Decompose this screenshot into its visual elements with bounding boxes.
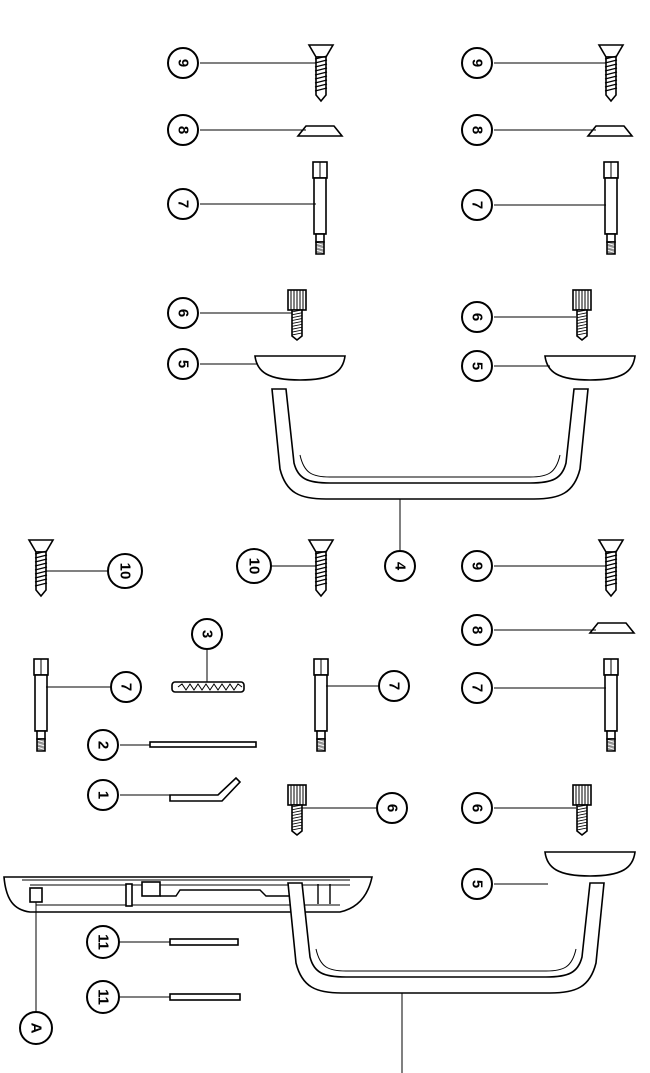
callout-5: 5 bbox=[461, 350, 493, 382]
callout-7: 7 bbox=[378, 670, 410, 702]
svg-text:5: 5 bbox=[469, 880, 486, 888]
callout-4: 4 bbox=[384, 550, 416, 582]
callout-3: 3 bbox=[191, 618, 223, 650]
part-6 bbox=[573, 290, 591, 340]
callout-7: 7 bbox=[167, 188, 199, 220]
callout-5: 5 bbox=[167, 348, 199, 380]
svg-text:7: 7 bbox=[469, 201, 486, 209]
callout-7: 7 bbox=[110, 671, 142, 703]
part-9 bbox=[309, 45, 333, 101]
svg-text:4: 4 bbox=[392, 562, 409, 571]
callout-6: 6 bbox=[167, 297, 199, 329]
part-10 bbox=[29, 540, 53, 596]
callout-8: 8 bbox=[461, 114, 493, 146]
part-5 bbox=[254, 355, 346, 381]
housing-part-A bbox=[3, 876, 373, 913]
callout-9: 9 bbox=[461, 550, 493, 582]
callout-8: 8 bbox=[167, 114, 199, 146]
part-6 bbox=[288, 290, 306, 340]
svg-text:3: 3 bbox=[199, 630, 216, 638]
part-7 bbox=[604, 659, 618, 751]
callout-10: 10 bbox=[236, 548, 272, 584]
svg-text:7: 7 bbox=[469, 684, 486, 692]
svg-text:2: 2 bbox=[95, 741, 112, 749]
part-8 bbox=[297, 125, 343, 137]
callout-10: 10 bbox=[107, 553, 143, 589]
svg-text:7: 7 bbox=[118, 683, 135, 691]
svg-text:9: 9 bbox=[469, 562, 486, 570]
callout-A: A bbox=[19, 1011, 53, 1045]
svg-text:7: 7 bbox=[175, 200, 192, 208]
part-6 bbox=[288, 785, 306, 835]
svg-text:9: 9 bbox=[175, 59, 192, 67]
svg-text:6: 6 bbox=[469, 804, 486, 812]
svg-text:6: 6 bbox=[469, 313, 486, 321]
svg-text:8: 8 bbox=[469, 126, 486, 134]
part-2 bbox=[149, 741, 257, 748]
callout-5: 5 bbox=[461, 868, 493, 900]
part-8 bbox=[589, 622, 635, 634]
part-11 bbox=[169, 938, 239, 946]
part-7 bbox=[604, 162, 618, 254]
svg-text:5: 5 bbox=[175, 360, 192, 368]
part-6 bbox=[573, 785, 591, 835]
part-10 bbox=[309, 540, 333, 596]
callout-1: 1 bbox=[87, 779, 119, 811]
callout-6: 6 bbox=[461, 301, 493, 333]
part-11 bbox=[169, 993, 241, 1001]
svg-text:7: 7 bbox=[386, 682, 403, 690]
part-5 bbox=[544, 851, 636, 877]
svg-text:10: 10 bbox=[117, 563, 134, 580]
callout-8: 8 bbox=[461, 614, 493, 646]
leader-lines bbox=[35, 62, 606, 1012]
part-7 bbox=[314, 659, 328, 751]
part-7 bbox=[313, 162, 327, 254]
svg-text:A: A bbox=[28, 1023, 45, 1034]
svg-text:6: 6 bbox=[175, 309, 192, 317]
callout-11: 11 bbox=[86, 925, 120, 959]
callout-7: 7 bbox=[461, 672, 493, 704]
svg-text:6: 6 bbox=[384, 804, 401, 812]
handle-part-4 bbox=[271, 388, 589, 500]
callout-11: 11 bbox=[86, 980, 120, 1014]
svg-text:10: 10 bbox=[246, 558, 263, 575]
svg-text:8: 8 bbox=[469, 626, 486, 634]
svg-text:1: 1 bbox=[95, 791, 112, 799]
part-9 bbox=[599, 45, 623, 101]
callout-9: 9 bbox=[167, 47, 199, 79]
part-9 bbox=[599, 540, 623, 596]
callout-9: 9 bbox=[461, 47, 493, 79]
part-8 bbox=[587, 125, 633, 137]
svg-text:8: 8 bbox=[175, 126, 192, 134]
part-3 bbox=[171, 681, 245, 693]
svg-text:11: 11 bbox=[95, 934, 112, 950]
callout-6: 6 bbox=[376, 792, 408, 824]
svg-text:9: 9 bbox=[469, 59, 486, 67]
part-7 bbox=[34, 659, 48, 751]
callout-6: 6 bbox=[461, 792, 493, 824]
part-1 bbox=[169, 776, 242, 802]
callout-7: 7 bbox=[461, 189, 493, 221]
part-5 bbox=[544, 355, 636, 381]
svg-text:11: 11 bbox=[95, 989, 112, 1005]
svg-text:5: 5 bbox=[469, 362, 486, 370]
callout-2: 2 bbox=[87, 729, 119, 761]
